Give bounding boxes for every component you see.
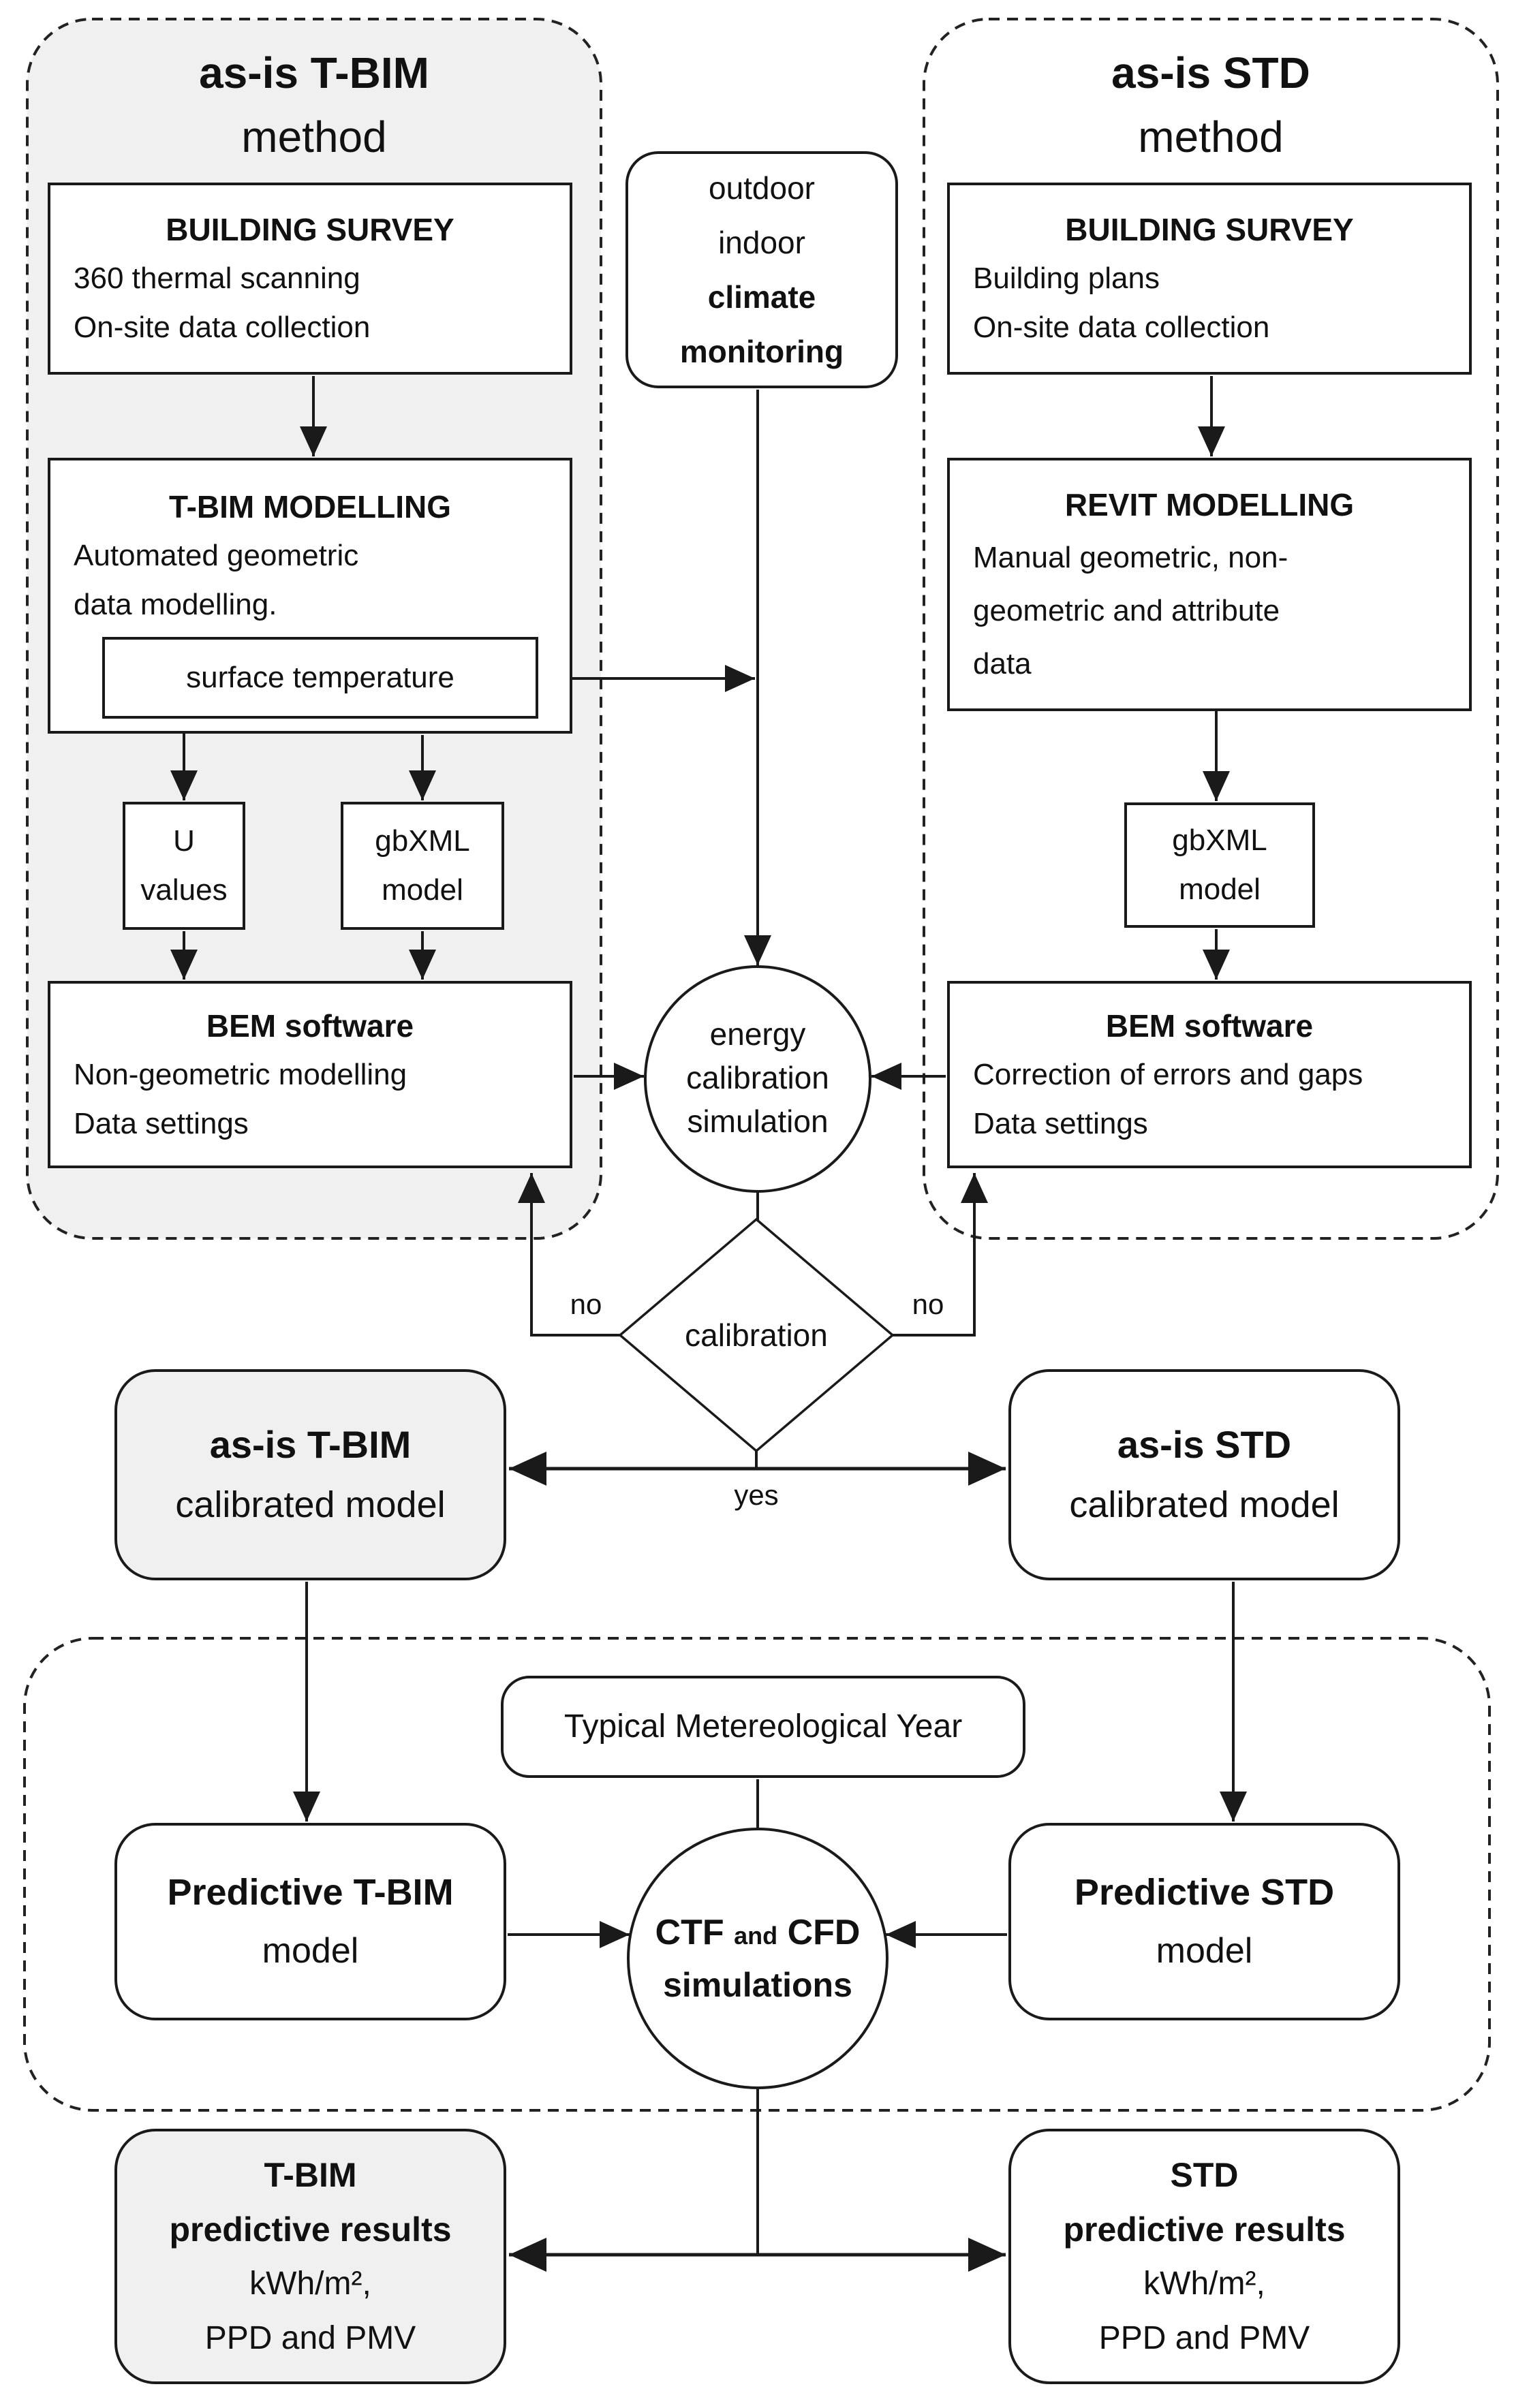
survey-line: On-site data collection [973, 311, 1270, 344]
building-survey-title: BUILDING SURVEY [1065, 212, 1354, 247]
tbim-modelling-title: T-BIM MODELLING [169, 489, 451, 525]
building-survey-title: BUILDING SURVEY [166, 212, 454, 247]
revit-modelling-title: REVIT MODELLING [1064, 487, 1355, 522]
predictive-line: Predictive STD [1074, 1872, 1335, 1913]
bem-title: BEM software [1105, 1007, 1314, 1044]
tbim-method-title: as-is T-BIM [199, 48, 429, 97]
results-line: T-BIM [264, 2155, 357, 2194]
climate-line: climate [707, 279, 816, 315]
yes-label: yes [734, 1479, 779, 1511]
predictive-line: model [1156, 1931, 1253, 1971]
gbxml-line: gbXML [1172, 824, 1267, 857]
modelling-line: data modelling. [74, 588, 277, 621]
gbxml-model-box-left: gbXML model [341, 802, 504, 930]
no-label-right: no [912, 1288, 944, 1320]
gbxml-model-box-right: gbXML model [1124, 802, 1315, 928]
u-values-box: U values [123, 802, 245, 930]
building-survey-box-std: BUILDING SURVEY Building plans On-site d… [947, 183, 1472, 375]
calibration-text: calibration [685, 1317, 828, 1353]
std-method-title: as-is STD [1111, 48, 1310, 97]
climate-monitoring-box: outdoor indoor climate monitoring [625, 151, 898, 388]
results-line: predictive results [169, 2210, 452, 2249]
std-calibrated-model-box: as-is STD calibrated model [1008, 1369, 1400, 1580]
survey-line: 360 thermal scanning [74, 262, 360, 295]
results-line: predictive results [1063, 2210, 1346, 2249]
revit-modelling-box: REVIT MODELLING Manual geometric, non- g… [947, 458, 1472, 711]
predictive-line: model [262, 1931, 359, 1971]
calibrated-line: calibrated model [175, 1484, 446, 1525]
climate-line: indoor [718, 225, 805, 260]
std-predictive-results-box: STD predictive results kWh/m², PPD and P… [1008, 2129, 1400, 2384]
arrow-no-feedback-left [518, 1173, 620, 1336]
bem-title: BEM software [206, 1007, 414, 1044]
results-line: PPD and PMV [204, 2319, 416, 2356]
revit-line: data [973, 647, 1032, 681]
energy-circle-line: energy [709, 1016, 806, 1052]
energy-circle-line: calibration [686, 1060, 829, 1095]
arrow-no-feedback-right [893, 1173, 988, 1336]
calibrated-line: as-is STD [1117, 1423, 1292, 1466]
tbim-calibrated-model-box: as-is T-BIM calibrated model [114, 1369, 506, 1580]
ctf-line2: simulations [663, 1965, 852, 2004]
tmy-label: Typical Metereological Year [563, 1708, 963, 1745]
energy-circle-line: simulation [687, 1104, 829, 1139]
bem-software-box-tbim: BEM software Non-geometric modelling Dat… [48, 981, 572, 1168]
ctf-part-and: and [734, 1921, 778, 1950]
tbim-predictive-results-box: T-BIM predictive results kWh/m², PPD and… [114, 2129, 506, 2384]
survey-line: Building plans [973, 262, 1160, 295]
bem-line: Data settings [973, 1106, 1148, 1140]
surface-temperature-box: surface temperature [102, 637, 538, 719]
predictive-tbim-model-box: Predictive T-BIM model [114, 1823, 506, 2020]
ctf-part: CTF [655, 1912, 724, 1952]
results-line: STD [1170, 2155, 1239, 2194]
results-line: kWh/m², [1143, 2265, 1265, 2302]
revit-line: geometric and attribute [973, 594, 1280, 627]
bem-line: Data settings [74, 1106, 249, 1140]
surface-temperature-label: surface temperature [186, 661, 454, 694]
climate-line: monitoring [679, 334, 844, 369]
tbim-method-subtitle: method [241, 112, 387, 161]
bem-line: Correction of errors and gaps [973, 1057, 1363, 1091]
std-method-subtitle: method [1138, 112, 1284, 161]
tbim-method-header: as-is T-BIM method [27, 41, 601, 169]
calibrated-line: calibrated model [1069, 1484, 1340, 1525]
results-line: kWh/m², [249, 2265, 371, 2302]
bem-line: Non-geometric modelling [74, 1057, 407, 1091]
revit-line: Manual geometric, non- [973, 541, 1288, 574]
typical-meteorological-year-box: Typical Metereological Year [501, 1676, 1025, 1778]
building-survey-box-tbim: BUILDING SURVEY 360 thermal scanning On-… [48, 183, 572, 375]
gbxml-line: gbXML [375, 824, 470, 858]
results-line: PPD and PMV [1098, 2319, 1310, 2356]
calibrated-line: as-is T-BIM [209, 1423, 412, 1466]
ctf-cfd-simulations-label: CTF and CFD simulations [628, 1901, 887, 2016]
modelling-line: Automated geometric [74, 539, 359, 572]
ctf-part: CFD [787, 1912, 861, 1952]
predictive-std-model-box: Predictive STD model [1008, 1823, 1400, 2020]
predictive-line: Predictive T-BIM [167, 1872, 454, 1913]
gbxml-line: model [1179, 873, 1261, 906]
u-values-line: values [140, 873, 228, 907]
std-method-header: as-is STD method [924, 41, 1498, 169]
energy-calibration-label: energy calibration simulation [645, 1010, 870, 1146]
calibration-diamond-label: calibration [637, 1309, 876, 1361]
gbxml-line: model [382, 873, 463, 907]
no-label-left: no [570, 1288, 602, 1320]
u-values-line: U [173, 824, 195, 858]
bem-software-box-std: BEM software Correction of errors and ga… [947, 981, 1472, 1168]
ctf-line1: CTF and CFD [628, 1908, 887, 1960]
survey-line: On-site data collection [74, 311, 371, 344]
climate-line: outdoor [708, 170, 815, 206]
